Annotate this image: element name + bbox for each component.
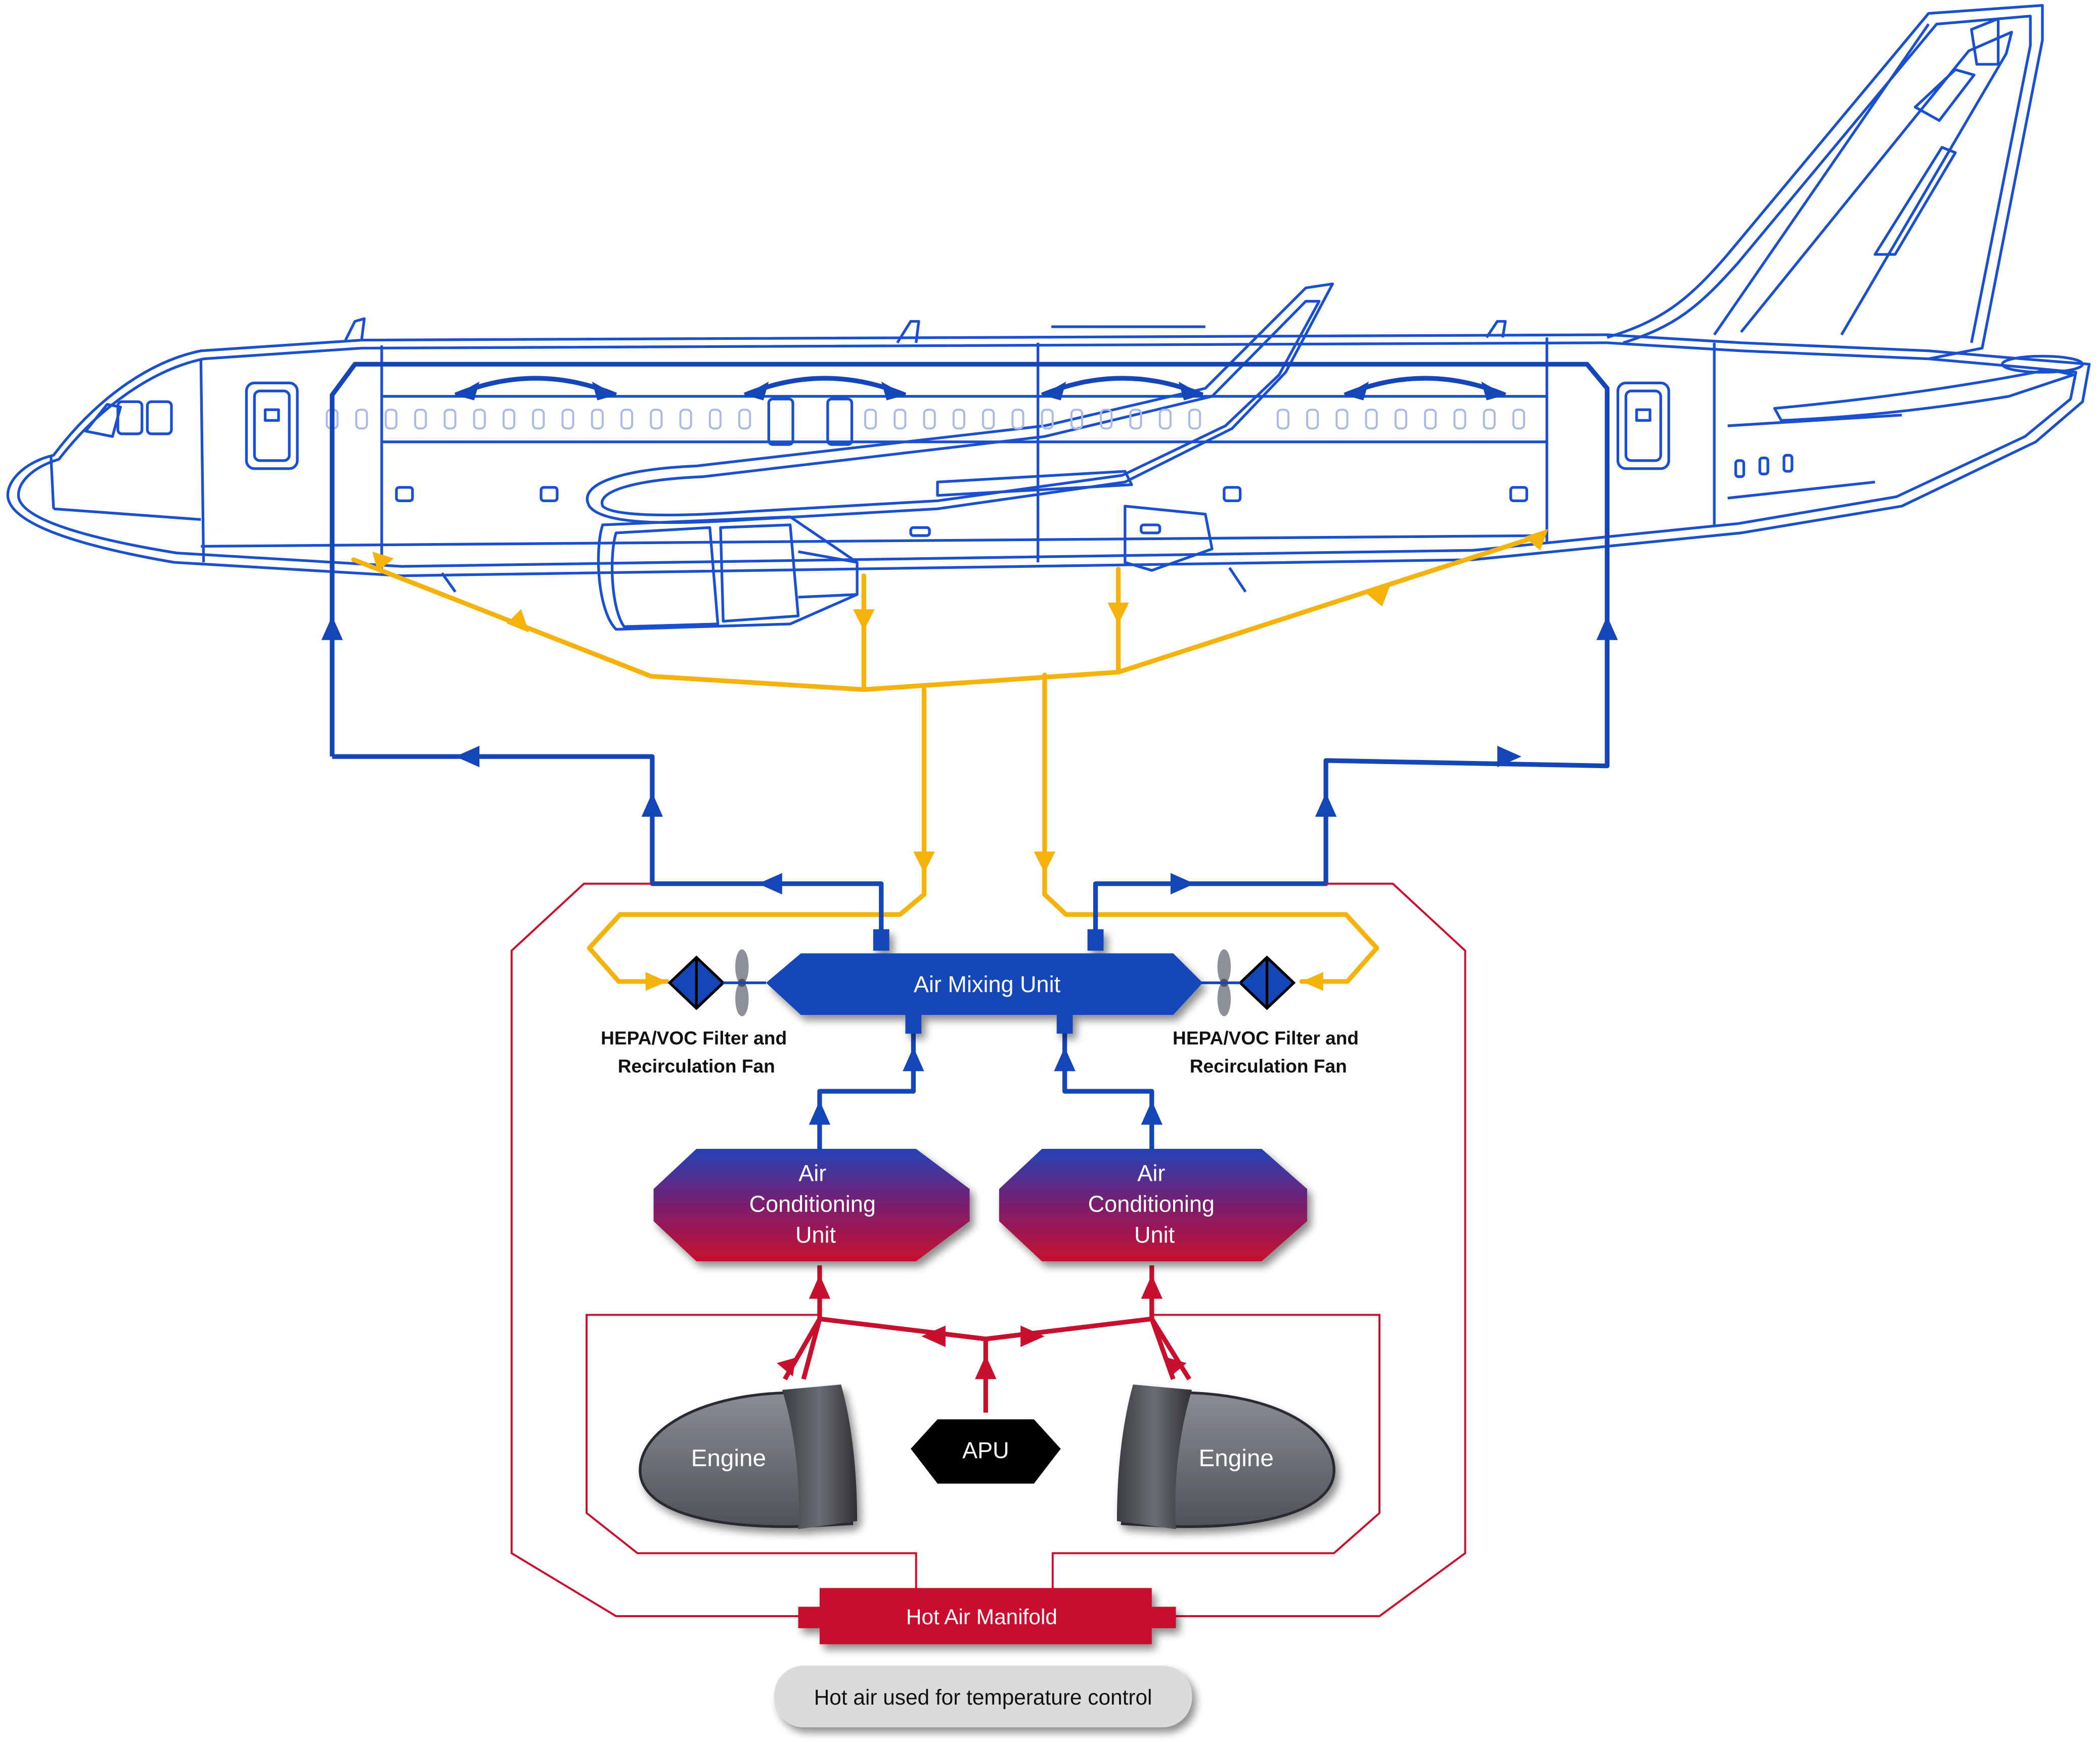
engine-right-label: Engine xyxy=(1198,1445,1273,1472)
cabin-window xyxy=(1100,409,1113,430)
apu-label: APU xyxy=(962,1438,1009,1463)
filter-right-label: HEPA/VOC Filter and Recirculation Fan xyxy=(1173,1027,1364,1077)
cabin-window xyxy=(355,409,368,430)
cabin-window xyxy=(1335,409,1349,430)
cabin-window xyxy=(1394,409,1408,430)
cabin-window xyxy=(1188,409,1201,430)
filter-left-label: HEPA/VOC Filter and Recirculation Fan xyxy=(601,1027,792,1077)
hot-air-ducts xyxy=(783,1265,1191,1413)
aircraft-outline xyxy=(6,4,2091,631)
cabin-window xyxy=(708,409,722,430)
air-mixing-unit xyxy=(766,929,1203,1034)
cabin-window xyxy=(1070,409,1084,430)
cabin-window xyxy=(738,409,751,430)
cabin-window xyxy=(864,409,877,430)
cabin-window xyxy=(414,409,427,430)
recirculation-fan-right-icon xyxy=(1217,949,1231,1016)
recirculation-fan-left-icon xyxy=(735,949,749,1016)
filter-fan-left xyxy=(667,949,766,1016)
cabin-window xyxy=(1365,409,1378,430)
cabin-window xyxy=(1011,409,1024,430)
cabin-window xyxy=(1483,409,1496,430)
cabin-window xyxy=(532,409,545,430)
hot-air-manifold-label: Hot Air Manifold xyxy=(906,1605,1057,1629)
cabin-window xyxy=(502,409,516,430)
cabin-window xyxy=(1424,409,1437,430)
cabin-window xyxy=(1306,409,1319,430)
cabin-window xyxy=(1158,409,1172,430)
cabin-window xyxy=(1041,409,1054,430)
engine-right xyxy=(1116,1384,1335,1529)
apu xyxy=(911,1419,1061,1484)
air-conditioning-unit-left-label: Air Conditioning Unit xyxy=(749,1160,882,1248)
cabin-window xyxy=(650,409,663,430)
cabin-window xyxy=(443,409,457,430)
cabin-window xyxy=(1276,409,1289,430)
recirculation-ducts xyxy=(351,533,1543,984)
cabin-window xyxy=(982,409,995,430)
engine-right-cowl-icon xyxy=(1116,1384,1192,1529)
cabin-window xyxy=(1512,409,1526,430)
conditioned-air-arrows xyxy=(321,381,1618,1125)
conditioned-air-ducts xyxy=(330,362,1610,1152)
filter-fan-right xyxy=(1200,949,1296,1016)
caption-box xyxy=(774,1666,1192,1727)
cabin-window xyxy=(923,409,936,430)
engine-left-cowl-icon xyxy=(782,1384,858,1529)
air-mixing-unit-label: Air Mixing Unit xyxy=(914,971,1061,997)
hot-air-arrows xyxy=(777,1274,1187,1379)
cabin-window xyxy=(679,409,692,430)
engine-left xyxy=(639,1384,858,1529)
cabin-window xyxy=(473,409,486,430)
cabin-window xyxy=(591,409,604,430)
cabin-window xyxy=(893,409,907,430)
air-conditioning-unit-right-label: Air Conditioning Unit xyxy=(1088,1160,1221,1248)
recirculation-arrows xyxy=(372,528,1548,991)
temperature-control-lines xyxy=(510,882,1466,1618)
cabin-window xyxy=(1453,409,1466,430)
hot-air-manifold xyxy=(798,1588,1176,1644)
caption-text: Hot air used for temperature control xyxy=(814,1685,1152,1709)
cabin-window xyxy=(620,409,634,430)
cabin-windows xyxy=(326,409,1526,430)
engine-left-label: Engine xyxy=(691,1445,766,1472)
cabin-window xyxy=(1129,409,1142,430)
air-conditioning-unit-right xyxy=(999,1148,1308,1262)
cabin-window xyxy=(384,409,397,430)
air-conditioning-unit-left xyxy=(653,1148,970,1262)
cabin-window xyxy=(952,409,965,430)
cabin-window xyxy=(561,409,574,430)
